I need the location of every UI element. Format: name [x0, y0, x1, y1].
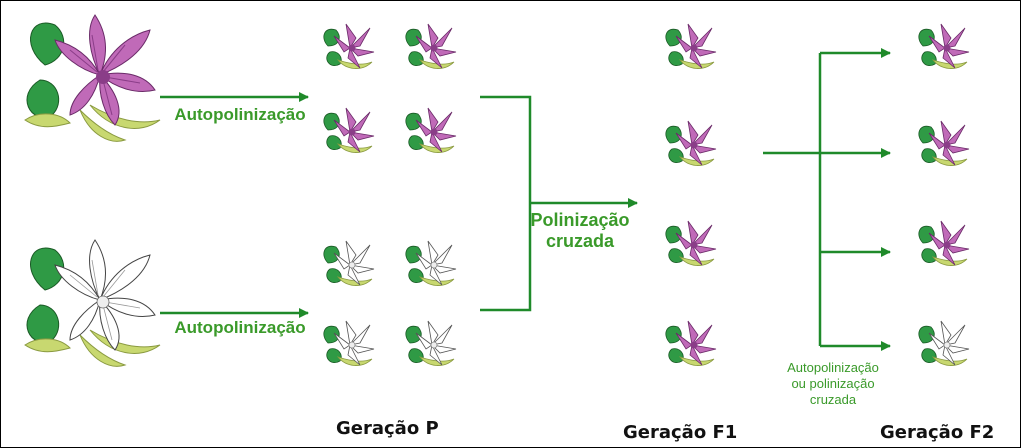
gen-f1-plant-1 [665, 23, 717, 70]
generation-f1-label: Geração F1 [623, 422, 738, 443]
gen-f1-plant-2 [665, 120, 717, 167]
parent-white-orchid [24, 239, 161, 367]
gen-f1-plant-3 [665, 220, 717, 267]
gen-f2-plant-3 [918, 220, 970, 267]
f2-note-line-1: Autopolinização [787, 360, 879, 375]
gen-p-white-plant-3 [323, 320, 375, 366]
cross-pollination-line-2: cruzada [545, 231, 615, 251]
gen-p-purple-plant-3 [323, 107, 375, 154]
self-pollination-label-bottom: Autopolinização [174, 318, 306, 337]
cross-pollination-line-1: Polinização [530, 210, 630, 230]
f2-note-line-2: ou polinização [791, 376, 875, 391]
gen-p-purple-plant-2 [405, 23, 457, 70]
cross-pollination-bracket [480, 95, 532, 312]
gen-f2-white-plant [918, 320, 970, 366]
gen-p-purple-plant-4 [405, 107, 457, 154]
gen-f2-plant-1 [918, 23, 970, 70]
generation-f2-label: Geração F2 [880, 422, 995, 443]
gen-p-white-plant-4 [405, 320, 457, 366]
gen-p-white-plant-1 [323, 240, 375, 286]
cross-pollination-label: Polinização cruzada [530, 210, 630, 252]
gen-p-purple-plant-1 [323, 23, 375, 70]
gen-f1-plant-4 [665, 320, 717, 367]
gen-f2-plant-2 [918, 120, 970, 167]
generation-p-label: Geração P [336, 418, 439, 439]
self-pollination-label-top: Autopolinização [174, 105, 306, 124]
f2-pollination-note: Autopolinização ou polinização cruzada [758, 360, 908, 408]
f2-note-line-3: cruzada [809, 392, 857, 407]
parent-purple-orchid [24, 14, 161, 142]
gen-p-white-plant-2 [405, 240, 457, 286]
